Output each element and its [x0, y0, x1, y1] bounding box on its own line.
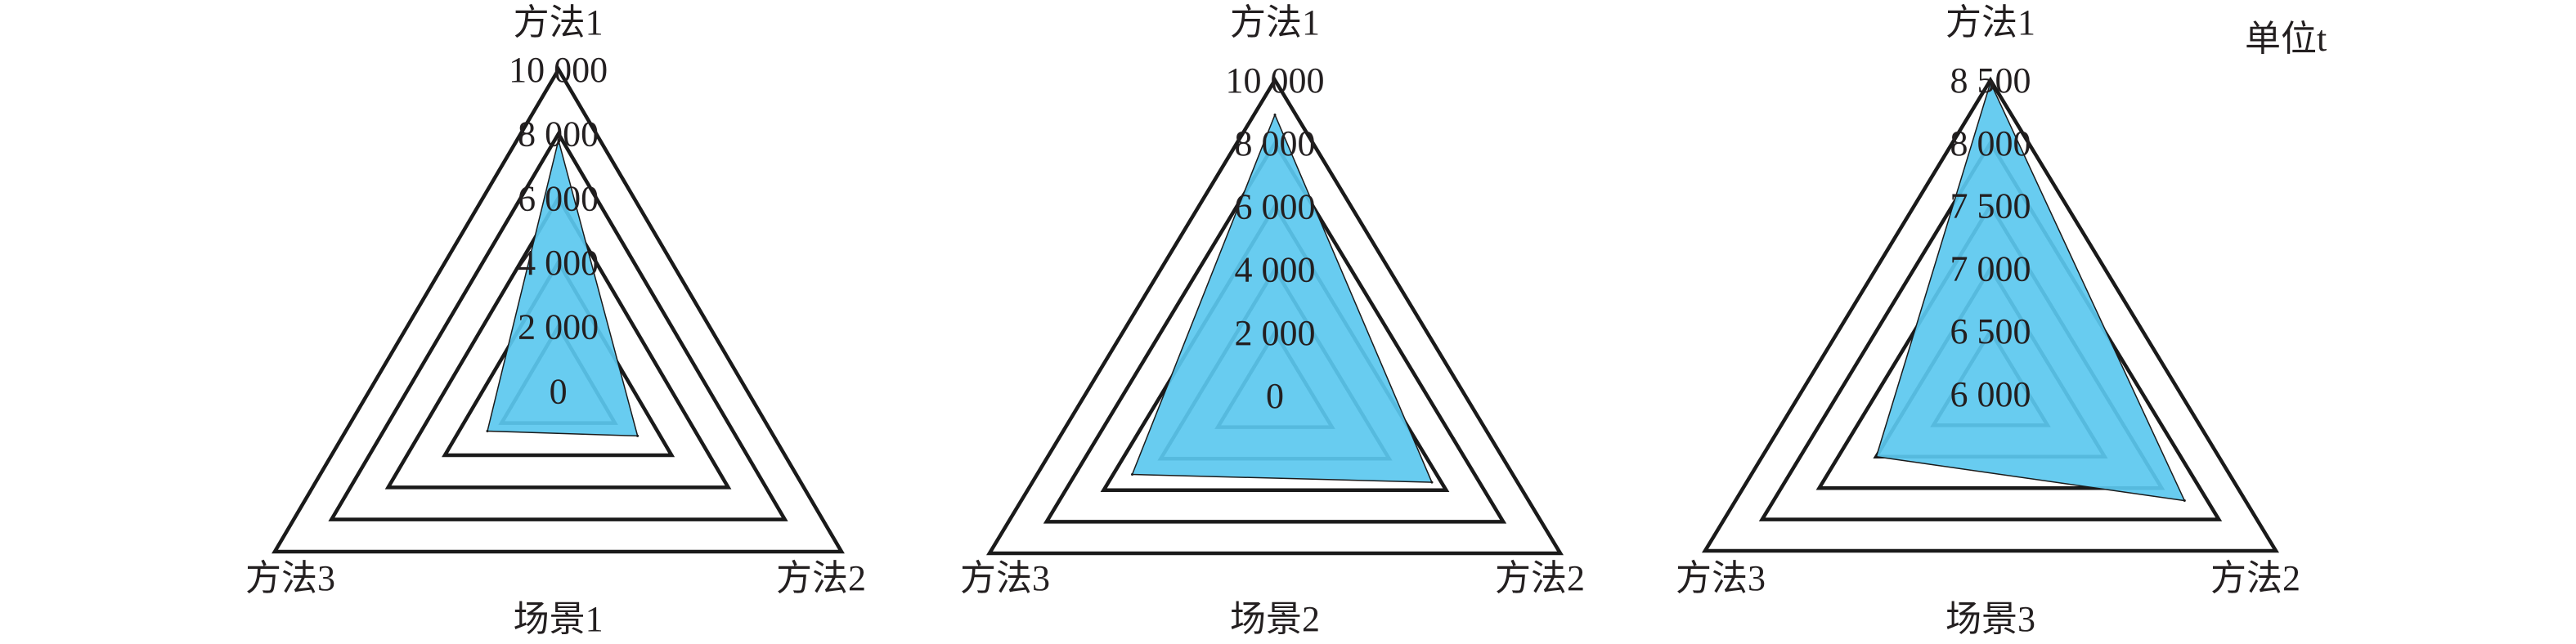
tick-label: 2 000	[1235, 313, 1316, 353]
axis-label-method3: 方法3	[960, 558, 1050, 598]
data-area-polygon	[1131, 113, 1434, 483]
data-point-方法1	[1273, 113, 1277, 116]
tick-label: 0	[550, 371, 568, 411]
tick-label: 8 000	[1950, 123, 2031, 163]
data-point-方法2	[2183, 499, 2186, 503]
tick-label: 10 000	[1226, 60, 1325, 101]
data-area-polygon	[1875, 80, 2186, 502]
tick-label: 8 000	[518, 114, 599, 154]
axis-label-method2: 方法2	[1495, 558, 1585, 598]
unit-label: 单位t	[2245, 19, 2327, 59]
data-point-方法3	[1131, 473, 1133, 476]
grid-ring	[272, 65, 845, 554]
axis-label-method1: 方法1	[514, 2, 604, 42]
axis-label-method1: 方法1	[1230, 2, 1320, 42]
grid-ring	[384, 194, 732, 490]
grid-ring	[1702, 76, 2279, 553]
data-point-方法3	[486, 430, 489, 432]
tick-label: 0	[1266, 376, 1284, 416]
tick-label: 4 000	[518, 243, 599, 283]
tick-label: 2 000	[518, 307, 599, 347]
axis-label-method2: 方法2	[776, 558, 866, 598]
radar-chart-3: 6 000 6 500 7 000 7 500 8 000 8 500 方法1 方法2 方法3 场…	[1676, 2, 2300, 639]
data-point-方法3	[1874, 455, 1878, 458]
axis-label-method3: 方法3	[245, 558, 335, 598]
tick-label: 6 500	[1950, 311, 2031, 351]
tick-label: 8 000	[1235, 123, 1316, 163]
data-area-polygon	[487, 140, 639, 437]
tick-label: 7 500	[1950, 186, 2031, 226]
axis-label-method2: 方法2	[2210, 558, 2300, 598]
tick-label: 6 000	[1235, 186, 1316, 226]
axis-label-method1: 方法1	[1945, 2, 2035, 42]
chart-title: 场景2	[1230, 599, 1320, 639]
tick-label: 8 500	[1950, 60, 2031, 101]
tick-label: 6 000	[518, 178, 599, 218]
tick-label: 4 000	[1235, 250, 1316, 290]
data-point-方法1	[557, 139, 560, 142]
tick-label: 10 000	[509, 50, 608, 90]
chart-title: 场景1	[514, 599, 604, 639]
grid-ring	[328, 130, 788, 521]
radar-chart-2: 0 2 000 4 000 6 000 8 000 10 000 方法1 方法2 方法3 场景2	[960, 2, 1585, 639]
grid-ring	[1043, 139, 1507, 524]
chart-title: 场景3	[1945, 599, 2035, 639]
data-point-方法1	[1989, 81, 1992, 84]
grid-ring	[986, 76, 1564, 556]
tick-label: 6 000	[1950, 374, 2031, 414]
axis-label-method3: 方法3	[1676, 558, 1766, 598]
data-point-方法2	[636, 434, 640, 437]
data-point-方法2	[1430, 481, 1434, 484]
tick-label: 7 000	[1950, 248, 2031, 288]
radar-chart-1: 0 2 000 4 000 6 000 8 000 10 000 方法1 方法2 方法3 场景1	[245, 2, 866, 639]
